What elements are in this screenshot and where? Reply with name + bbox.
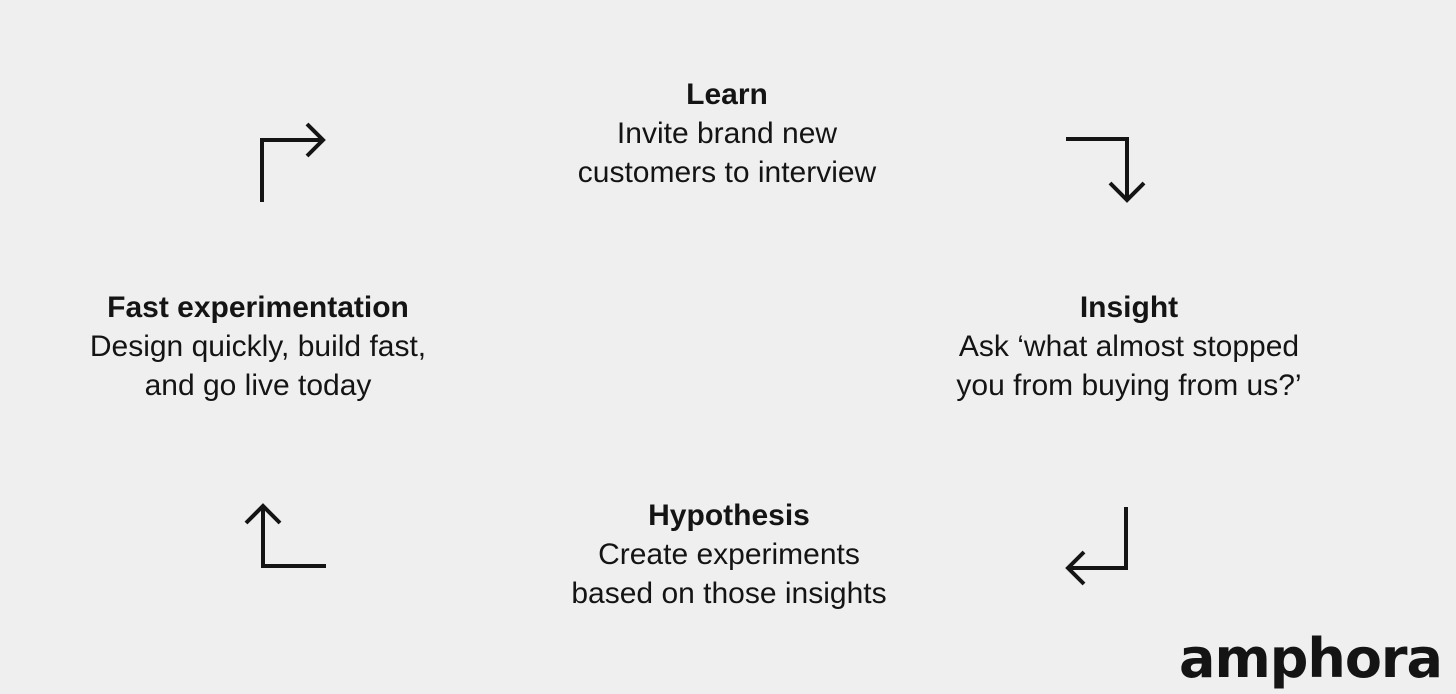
arrow-right-down-icon	[1066, 137, 1146, 203]
node-hypothesis-title: Hypothesis	[648, 499, 810, 532]
node-hypothesis-line-2: based on those insights	[571, 577, 887, 610]
node-insight-line-1: Ask ‘what almost stopped	[958, 330, 1300, 363]
node-learn-line-2: customers to interview	[577, 156, 877, 189]
node-fast-experimentation-line-1: Design quickly, build fast,	[89, 330, 427, 363]
node-fast-experimentation-line-2: and go live today	[144, 369, 372, 402]
node-insight: Insight Ask ‘what almost stopped you fro…	[909, 288, 1349, 405]
brand-logo: amphora	[1179, 627, 1443, 690]
node-fast-experimentation-title: Fast experimentation	[107, 291, 409, 324]
node-hypothesis: Hypothesis Create experiments based on t…	[529, 496, 929, 613]
node-learn: Learn Invite brand new customers to inte…	[527, 75, 927, 192]
arrow-up-right-icon	[260, 122, 326, 202]
node-insight-line-2: you from buying from us?’	[956, 369, 1302, 402]
node-learn-line-1: Invite brand new	[616, 117, 838, 150]
arrow-left-up-icon	[244, 503, 326, 568]
arrow-down-left-icon	[1065, 507, 1128, 586]
node-hypothesis-line-1: Create experiments	[598, 538, 860, 571]
node-fast-experimentation: Fast experimentation Design quickly, bui…	[38, 288, 478, 405]
node-insight-title: Insight	[1079, 291, 1179, 324]
node-learn-title: Learn	[686, 78, 768, 111]
